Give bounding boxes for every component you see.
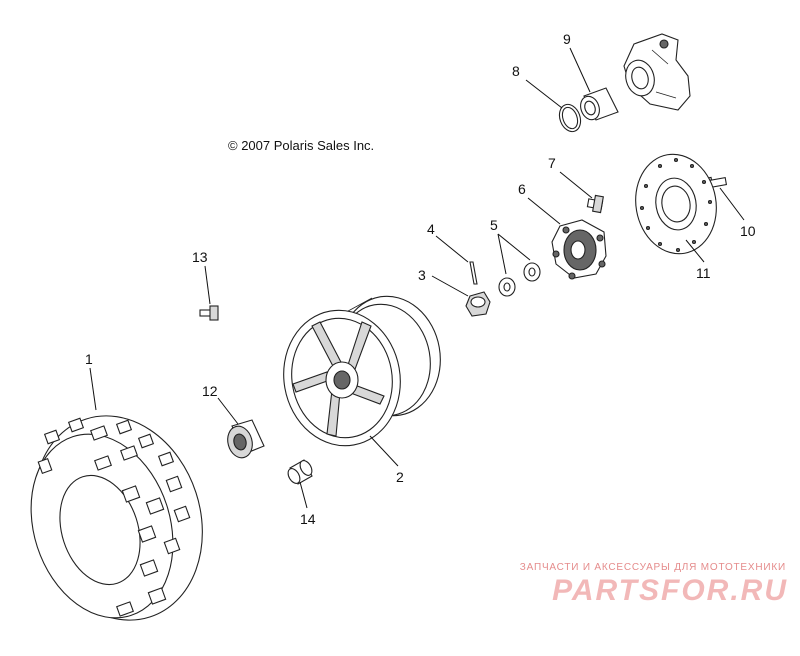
leader-7 — [559, 171, 593, 199]
leader-13 — [204, 265, 211, 305]
leader-4 — [435, 235, 469, 263]
brake-disc-part-11 — [635, 153, 717, 255]
callout-14: 14 — [300, 511, 316, 527]
callout-11: 11 — [696, 265, 711, 281]
brake-disc-holes — [639, 157, 713, 253]
callout-12: 12 — [202, 383, 218, 399]
washers-part-5 — [498, 262, 541, 297]
copyright-text: © 2007 Polaris Sales Inc. — [228, 138, 374, 153]
leader-8 — [525, 79, 563, 109]
bearing-part-9 — [580, 87, 619, 121]
valve-stem-part-13 — [199, 305, 219, 321]
cotter-pin-part-4 — [469, 261, 478, 285]
leader-3 — [431, 275, 469, 297]
leader-11 — [685, 239, 705, 263]
wheel-bearing-part-12 — [227, 419, 265, 459]
leader-5b — [497, 233, 531, 261]
hub-part-6 — [551, 219, 607, 280]
steering-knuckle — [623, 33, 691, 111]
leader-12 — [217, 397, 239, 425]
callout-3: 3 — [418, 267, 426, 283]
watermark-tagline: ЗАПЧАСТИ И АКСЕССУАРЫ ДЛЯ МОТОТЕХНИКИ — [519, 562, 786, 573]
leader-6 — [527, 197, 561, 225]
tire-tread — [37, 417, 191, 617]
leader-2 — [369, 435, 399, 467]
wheel-rim-part-2 — [283, 295, 441, 447]
watermark-logo: PARTSFOR.RU — [552, 574, 788, 607]
castle-nut-part-3 — [465, 291, 491, 317]
leader-1 — [89, 367, 97, 411]
callout-4: 4 — [427, 221, 435, 237]
callout-6: 6 — [518, 181, 526, 197]
hub-bolt-part-7 — [586, 194, 604, 214]
callout-9: 9 — [563, 31, 571, 47]
leader-10 — [719, 187, 745, 221]
callout-7: 7 — [548, 155, 556, 171]
callout-2: 2 — [396, 469, 404, 485]
leader-5a — [497, 233, 507, 275]
leader-9 — [569, 47, 591, 93]
tire-part-1 — [30, 415, 203, 621]
callout-1: 1 — [85, 351, 93, 367]
spacer-part-14 — [287, 459, 313, 485]
snap-ring-part-8 — [558, 103, 582, 133]
callout-8: 8 — [512, 63, 520, 79]
leader-14 — [299, 481, 308, 509]
callout-5: 5 — [490, 217, 498, 233]
callout-13: 13 — [192, 249, 208, 265]
callout-10: 10 — [740, 223, 756, 239]
